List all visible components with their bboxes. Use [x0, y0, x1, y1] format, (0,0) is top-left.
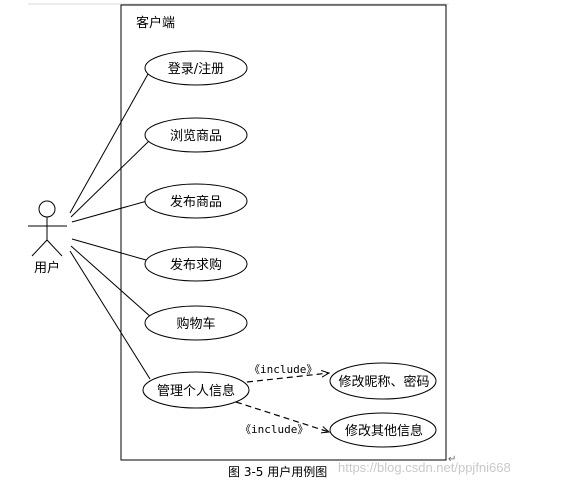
usecase-browse-label: 浏览商品: [170, 128, 222, 144]
usecase-cart-label: 购物车: [176, 316, 215, 332]
actor-user: [28, 200, 67, 257]
usecase-manage-label: 管理个人信息: [157, 383, 235, 399]
usecase-login-label: 登录/注册: [168, 62, 224, 77]
assoc-browse: [70, 139, 151, 218]
actor-right-leg: [46, 239, 63, 257]
include-label-other: 《include》: [240, 423, 308, 436]
usecase-wanted-label: 发布求购: [170, 257, 222, 273]
assoc-login: [69, 73, 149, 214]
usecase-nick-label: 修改昵称、密码: [338, 374, 429, 390]
actor-head: [38, 200, 56, 218]
usecase-browse: [144, 117, 248, 153]
actor-label: 用户: [34, 260, 60, 276]
include-arrow-nick: [246, 373, 329, 383]
usecase-nick: [329, 362, 437, 400]
usecase-cart: [144, 305, 248, 341]
paragraph-mark: ↵: [448, 454, 456, 465]
usecase-other-label: 修改其他信息: [345, 423, 423, 439]
usecase-login: [144, 50, 248, 86]
system-boundary: [120, 4, 447, 461]
assoc-manage: [69, 250, 151, 380]
system-title: 客户端: [136, 15, 175, 31]
watermark: https://blog.csdn.net/ppjfni668: [338, 460, 511, 475]
figure-caption: 图 3-5 用户用例图: [228, 465, 328, 479]
usecase-publish-label: 发布商品: [170, 194, 222, 210]
assoc-publish: [71, 200, 148, 223]
usecase-wanted: [144, 246, 248, 282]
assoc-cart: [70, 245, 153, 319]
associations: [69, 73, 153, 380]
include-label-nick: 《include》: [249, 363, 317, 376]
actor-left-leg: [31, 239, 48, 257]
assoc-wanted: [71, 238, 147, 261]
usecase-publish: [144, 183, 248, 219]
usecase-manage: [142, 371, 250, 409]
include-arrow-other: [235, 401, 329, 432]
